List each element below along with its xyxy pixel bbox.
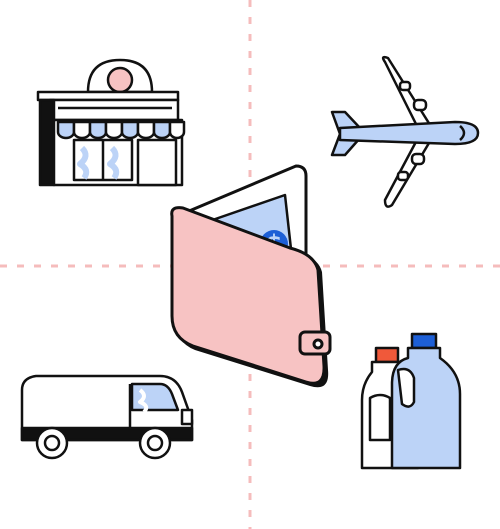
storefront-icon [36, 58, 186, 187]
bottles-icon [360, 332, 462, 470]
delivery-van-icon [20, 374, 194, 460]
wallet-icon: $ [170, 164, 332, 388]
airplane-icon [330, 55, 480, 208]
